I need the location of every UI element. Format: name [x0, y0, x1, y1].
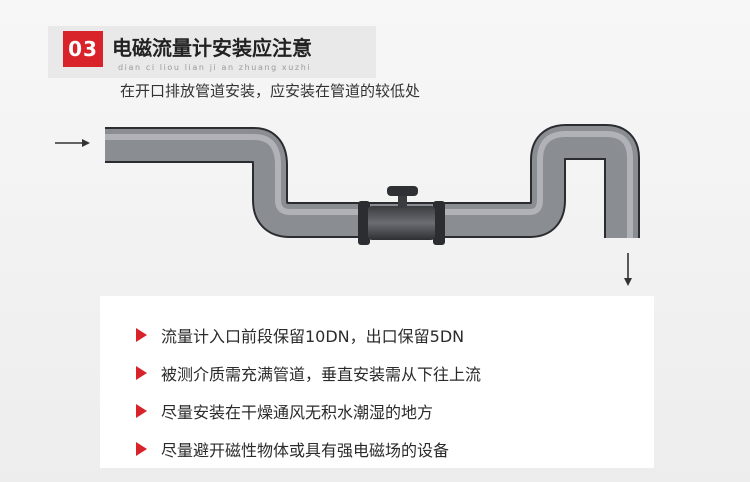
pipe-highlight — [105, 131, 633, 238]
triangle-bullet-icon — [136, 328, 147, 342]
list-item: 尽量避开磁性物体或具有强电磁场的设备 — [136, 430, 481, 468]
pipe-body — [105, 126, 638, 238]
triangle-bullet-icon — [136, 404, 147, 418]
triangle-bullet-icon — [136, 442, 147, 456]
step-number-badge: 03 — [63, 31, 103, 67]
pipe-installation-diagram — [55, 124, 640, 286]
installation-notes-list: 流量计入口前段保留10DN，出口保留5DN 被测介质需充满管道，垂直安装需从下往… — [136, 316, 481, 468]
note-text: 流量计入口前段保留10DN，出口保留5DN — [161, 327, 465, 346]
section-subtitle: 在开口排放管道安装，应安装在管道的较低处 — [120, 82, 421, 100]
triangle-bullet-icon — [136, 366, 147, 380]
list-item: 流量计入口前段保留10DN，出口保留5DN — [136, 316, 481, 354]
outlet-flow-arrow — [624, 253, 632, 286]
inlet-flow-arrow — [55, 139, 90, 147]
note-text: 被测介质需充满管道，垂直安装需从下往上流 — [161, 365, 482, 384]
list-item: 被测介质需充满管道，垂直安装需从下往上流 — [136, 354, 481, 392]
notes-panel — [100, 296, 654, 468]
flowmeter — [358, 186, 445, 245]
list-item: 尽量安装在干燥通风无积水潮湿的地方 — [136, 392, 481, 430]
section-title-pinyin: dian ci liou lian ji an zhuang xuzhi — [118, 63, 312, 72]
note-text: 尽量安装在干燥通风无积水潮湿的地方 — [161, 403, 434, 422]
section-title: 电磁流量计安装应注意 — [112, 36, 312, 60]
note-text: 尽量避开磁性物体或具有强电磁场的设备 — [161, 441, 450, 460]
